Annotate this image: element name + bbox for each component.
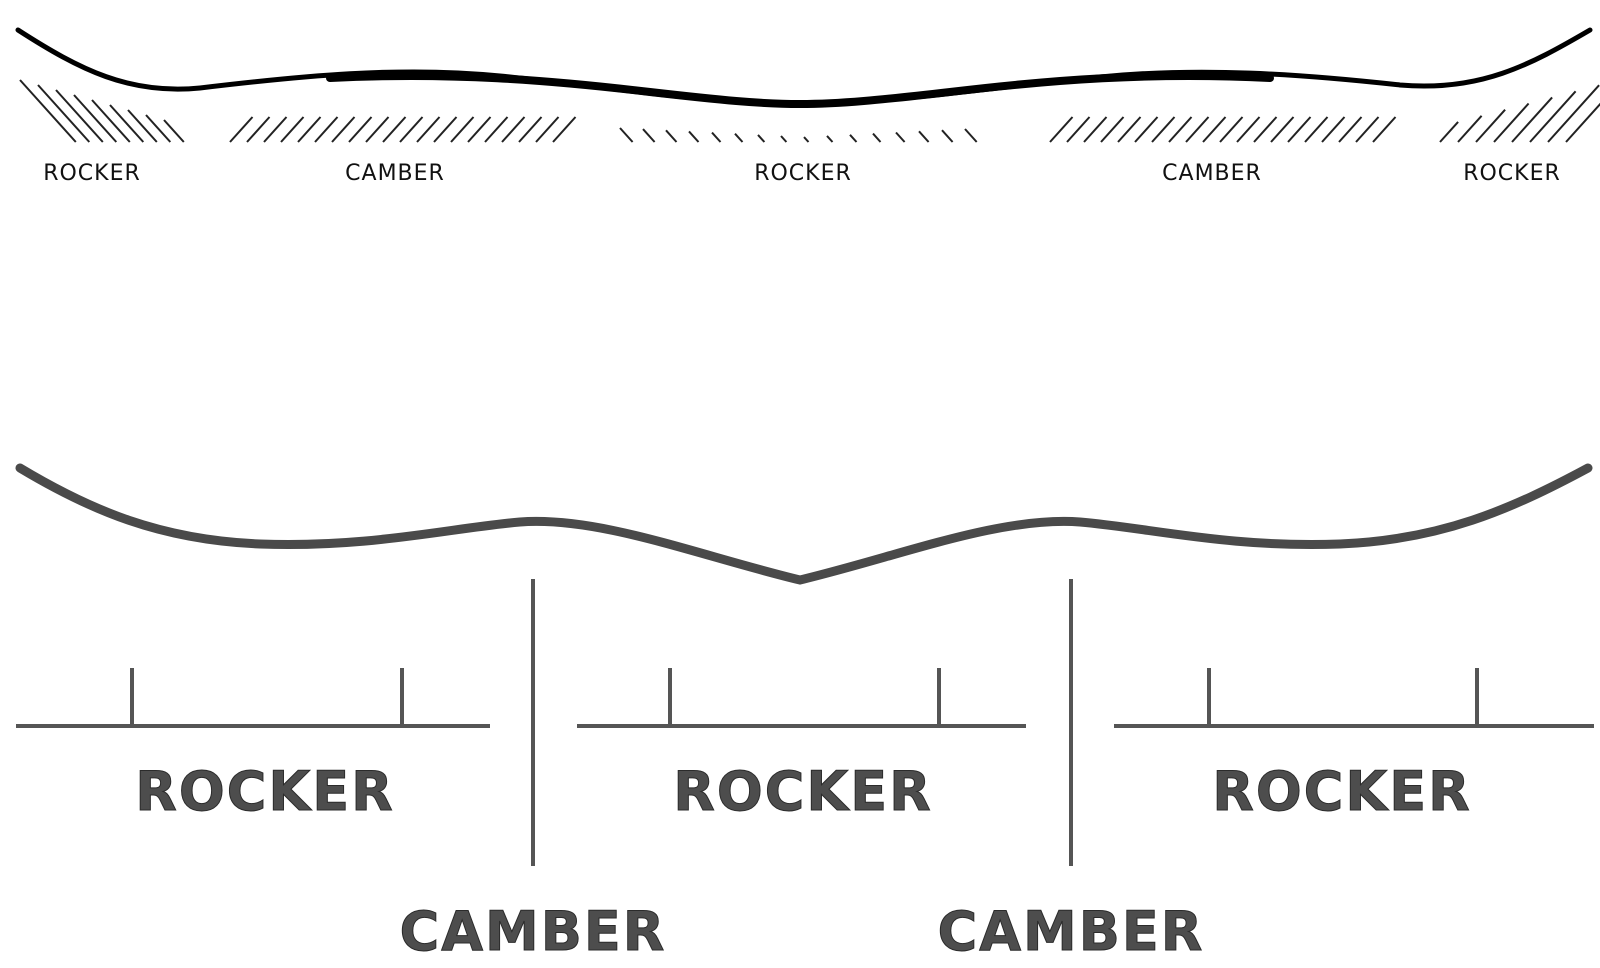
- top-zone-label-camber-left: CAMBER: [345, 161, 445, 186]
- hatch-mark: [1253, 116, 1278, 143]
- hatch-mark: [1321, 116, 1346, 143]
- hatch-mark: [433, 116, 458, 143]
- hatch-mark: [467, 116, 492, 143]
- hatch-mark: [1117, 116, 1142, 143]
- bottom-label-camber-right: CAMBER: [938, 900, 1205, 963]
- hatch-mark: [91, 99, 131, 143]
- hatch-mark: [1151, 116, 1176, 143]
- hatch-mark: [1185, 116, 1210, 143]
- top-profile-diagram: ROCKER CAMBER ROCKER CAMBER ROCKER: [15, 27, 1600, 186]
- hatch-mark: [416, 116, 441, 143]
- hatch-mark: [501, 116, 526, 143]
- hatch-mark: [246, 116, 271, 143]
- hatch-mark: [1270, 116, 1295, 143]
- hatch-mark: [450, 116, 475, 143]
- hatch-mark: [1529, 90, 1577, 143]
- hatch-mark: [711, 131, 722, 143]
- hatch-mark: [1372, 116, 1397, 143]
- hatch-mark: [484, 116, 509, 143]
- hatch-mark: [619, 127, 634, 143]
- hatch-mark: [1547, 84, 1600, 143]
- hatch-mark: [127, 109, 158, 143]
- bottom-profile-diagram: ROCKER ROCKER ROCKER CAMBER CAMBER: [15, 463, 1594, 964]
- bottom-label-rocker-left: ROCKER: [135, 760, 394, 823]
- hatch-mark: [280, 116, 305, 143]
- hatch-mark: [1565, 102, 1600, 143]
- camber-hatch-right: [1049, 116, 1397, 143]
- hatch-mark: [803, 136, 810, 143]
- top-zone-label-rocker-center: ROCKER: [754, 161, 852, 186]
- top-board-profile-line: [15, 27, 1593, 107]
- hatch-mark: [297, 116, 322, 143]
- hatch-mark: [918, 130, 930, 143]
- hatch-mark: [263, 116, 288, 143]
- hatch-mark: [1287, 116, 1312, 143]
- hatch-mark: [895, 131, 906, 143]
- hatch-mark: [1219, 116, 1244, 143]
- hatch-mark: [1049, 116, 1074, 143]
- hatch-mark: [163, 119, 185, 143]
- hatch-mark: [1511, 96, 1553, 143]
- hatch-mark: [665, 129, 678, 143]
- bottom-board-profile-line: [15, 463, 1593, 585]
- hatch-mark: [941, 129, 954, 143]
- hatch-mark: [382, 116, 407, 143]
- rocker-hatch-left: [19, 79, 185, 143]
- hatch-mark: [229, 116, 254, 143]
- hatch-mark: [780, 135, 788, 143]
- hatch-mark: [1493, 102, 1530, 143]
- bottom-label-camber-left: CAMBER: [400, 900, 667, 963]
- bottom-label-rocker-right: ROCKER: [1212, 760, 1471, 823]
- hatch-mark: [1202, 116, 1227, 143]
- hatch-mark: [348, 116, 373, 143]
- hatch-mark: [399, 116, 424, 143]
- hatch-mark: [964, 128, 978, 143]
- hatch-mark: [872, 132, 882, 143]
- hatch-mark: [826, 135, 834, 143]
- hatch-mark: [1355, 116, 1380, 143]
- hatch-mark: [1134, 116, 1159, 143]
- hatch-mark: [37, 84, 91, 143]
- top-zone-label-rocker-right: ROCKER: [1463, 161, 1561, 186]
- rocker-hatch-center: [619, 127, 978, 143]
- hatch-mark: [1439, 121, 1459, 143]
- hatch-mark: [757, 134, 766, 143]
- hatch-mark: [1066, 116, 1091, 143]
- hatch-mark: [314, 116, 339, 143]
- hatch-mark: [1236, 116, 1261, 143]
- hatch-mark: [1100, 116, 1125, 143]
- hatch-mark: [734, 133, 744, 143]
- hatch-mark: [535, 116, 560, 143]
- hatch-mark: [849, 134, 858, 143]
- top-board-profile-center-thickening: [326, 71, 1274, 109]
- top-zone-label-camber-right: CAMBER: [1162, 161, 1262, 186]
- hatch-mark: [145, 114, 172, 143]
- hatch-mark: [55, 89, 104, 143]
- hatch-mark: [518, 116, 543, 143]
- hatch-mark: [1168, 116, 1193, 143]
- hatch-mark: [109, 104, 145, 143]
- hatch-mark: [642, 128, 656, 143]
- hatch-mark: [365, 116, 390, 143]
- hatch-mark: [688, 130, 700, 143]
- hatch-mark: [552, 116, 577, 143]
- top-zone-label-rocker-left: ROCKER: [43, 161, 141, 186]
- hatch-mark: [1457, 115, 1483, 143]
- hatch-mark: [1338, 116, 1363, 143]
- rocker-hatch-right: [1439, 84, 1600, 143]
- hatch-mark: [73, 94, 118, 143]
- hatch-mark: [19, 79, 77, 143]
- hatch-mark: [331, 116, 356, 143]
- bottom-label-rocker-center: ROCKER: [673, 760, 932, 823]
- camber-hatch-left: [229, 116, 577, 143]
- hatch-mark: [1475, 109, 1506, 143]
- hatch-mark: [1304, 116, 1329, 143]
- hatch-mark: [1083, 116, 1108, 143]
